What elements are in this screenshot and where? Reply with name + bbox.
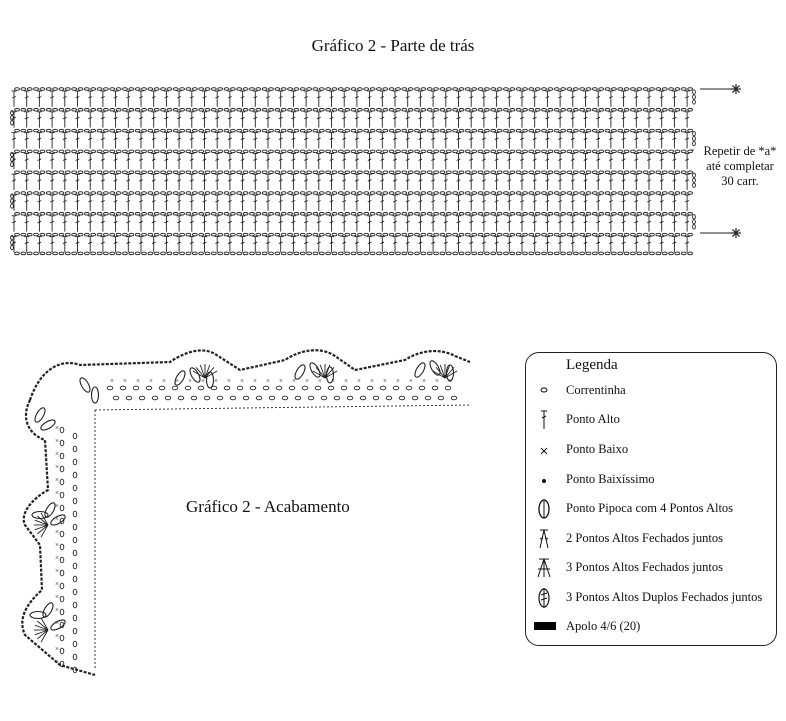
svg-text:×: ×	[357, 377, 361, 385]
svg-text:×: ×	[149, 377, 153, 385]
legend-item-tr3tog: 3 Pontos Altos Duplos Fechados juntos	[530, 587, 780, 609]
svg-text:×: ×	[305, 377, 309, 385]
svg-text:×: ×	[55, 424, 59, 432]
svg-text:×: ×	[123, 377, 127, 385]
svg-text:×: ×	[175, 377, 179, 385]
svg-text:×: ×	[55, 502, 59, 510]
svg-text:×: ×	[409, 377, 413, 385]
svg-text:×: ×	[279, 377, 283, 385]
legend-item-single-crochet: Ponto Baixo	[530, 439, 780, 461]
legend-item-slip-stitch: Ponto Baixíssimo	[530, 469, 780, 491]
legend-box	[525, 352, 777, 646]
legend-label: 3 Pontos Altos Fechados juntos	[566, 560, 723, 574]
svg-text:×: ×	[188, 377, 192, 385]
svg-text:×: ×	[253, 377, 257, 385]
svg-text:×: ×	[55, 593, 59, 601]
legend-item-dc2tog: 2 Pontos Altos Fechados juntos	[530, 528, 780, 550]
svg-text:×: ×	[55, 580, 59, 588]
svg-text:×: ×	[162, 377, 166, 385]
svg-text:×: ×	[214, 377, 218, 385]
svg-text:×: ×	[55, 554, 59, 562]
chain-icon	[540, 387, 548, 393]
legend-title: Legenda	[566, 357, 618, 373]
svg-text:×: ×	[55, 463, 59, 471]
svg-text:×: ×	[318, 377, 322, 385]
popcorn-icon	[538, 499, 550, 519]
border-edging-chart: × × × × × × × × × × × × × × × × × × × × × × × × × × × × × × × × × × × × × × × ×…	[21, 349, 471, 677]
svg-text:×: ×	[396, 377, 400, 385]
dc3tog-icon	[537, 558, 551, 578]
svg-text:×: ×	[240, 377, 244, 385]
svg-text:×: ×	[292, 377, 296, 385]
svg-text:×: ×	[331, 377, 335, 385]
tr3tog-icon	[538, 588, 550, 608]
legend-item-chain: Correntinha	[530, 380, 780, 402]
svg-text:×: ×	[201, 377, 205, 385]
legend-item-yarn: Apolo 4/6 (20)	[530, 616, 780, 638]
svg-text:×: ×	[55, 632, 59, 640]
svg-text:×: ×	[55, 489, 59, 497]
single-crochet-icon	[540, 447, 548, 455]
svg-text:×: ×	[55, 619, 59, 627]
svg-text:×: ×	[55, 476, 59, 484]
double-crochet-icon	[541, 410, 547, 429]
slip-stitch-icon	[542, 479, 546, 483]
stitch-grid-chart	[10, 84, 741, 256]
black-box-icon	[534, 622, 556, 630]
legend-item-popcorn: Ponto Pipoca com 4 Pontos Altos	[530, 498, 780, 520]
legend-label: Ponto Baixíssimo	[566, 472, 655, 486]
svg-text:×: ×	[383, 377, 387, 385]
svg-text:×: ×	[55, 645, 59, 653]
svg-text:×: ×	[55, 450, 59, 458]
svg-text:×: ×	[422, 377, 426, 385]
chart-border-title: Gráfico 2 - Acabamento	[186, 497, 350, 516]
legend-label: Ponto Pipoca com 4 Pontos Altos	[566, 501, 734, 515]
svg-text:×: ×	[136, 377, 140, 385]
svg-text:×: ×	[55, 515, 59, 523]
svg-text:×: ×	[55, 437, 59, 445]
legend-label: 3 Pontos Altos Duplos Fechados juntos	[566, 590, 763, 604]
svg-text:×: ×	[55, 567, 59, 575]
legend-item-dc3tog: 3 Pontos Altos Fechados juntos	[530, 557, 780, 579]
legend-label: Correntinha	[566, 383, 626, 397]
svg-text:×: ×	[435, 377, 439, 385]
svg-text:×: ×	[266, 377, 270, 385]
legend-item-double-crochet: Ponto Alto	[530, 409, 780, 431]
svg-text:×: ×	[55, 606, 59, 614]
svg-text:×: ×	[55, 528, 59, 536]
legend-label: Ponto Alto	[566, 412, 620, 426]
svg-text:×: ×	[55, 541, 59, 549]
svg-text:×: ×	[55, 658, 59, 666]
legend-label: Ponto Baixo	[566, 442, 629, 456]
svg-text:×: ×	[370, 377, 374, 385]
legend-label: 2 Pontos Altos Fechados juntos	[566, 531, 723, 545]
svg-text:×: ×	[227, 377, 231, 385]
dc2tog-icon	[539, 529, 549, 549]
legend-label: Apolo 4/6 (20)	[566, 619, 641, 633]
repeat-note: Repetir de *a* até completar 30 carr.	[703, 144, 777, 188]
chart-top-title: Gráfico 2 - Parte de trás	[311, 36, 475, 55]
svg-text:×: ×	[344, 377, 348, 385]
svg-text:×: ×	[110, 377, 114, 385]
